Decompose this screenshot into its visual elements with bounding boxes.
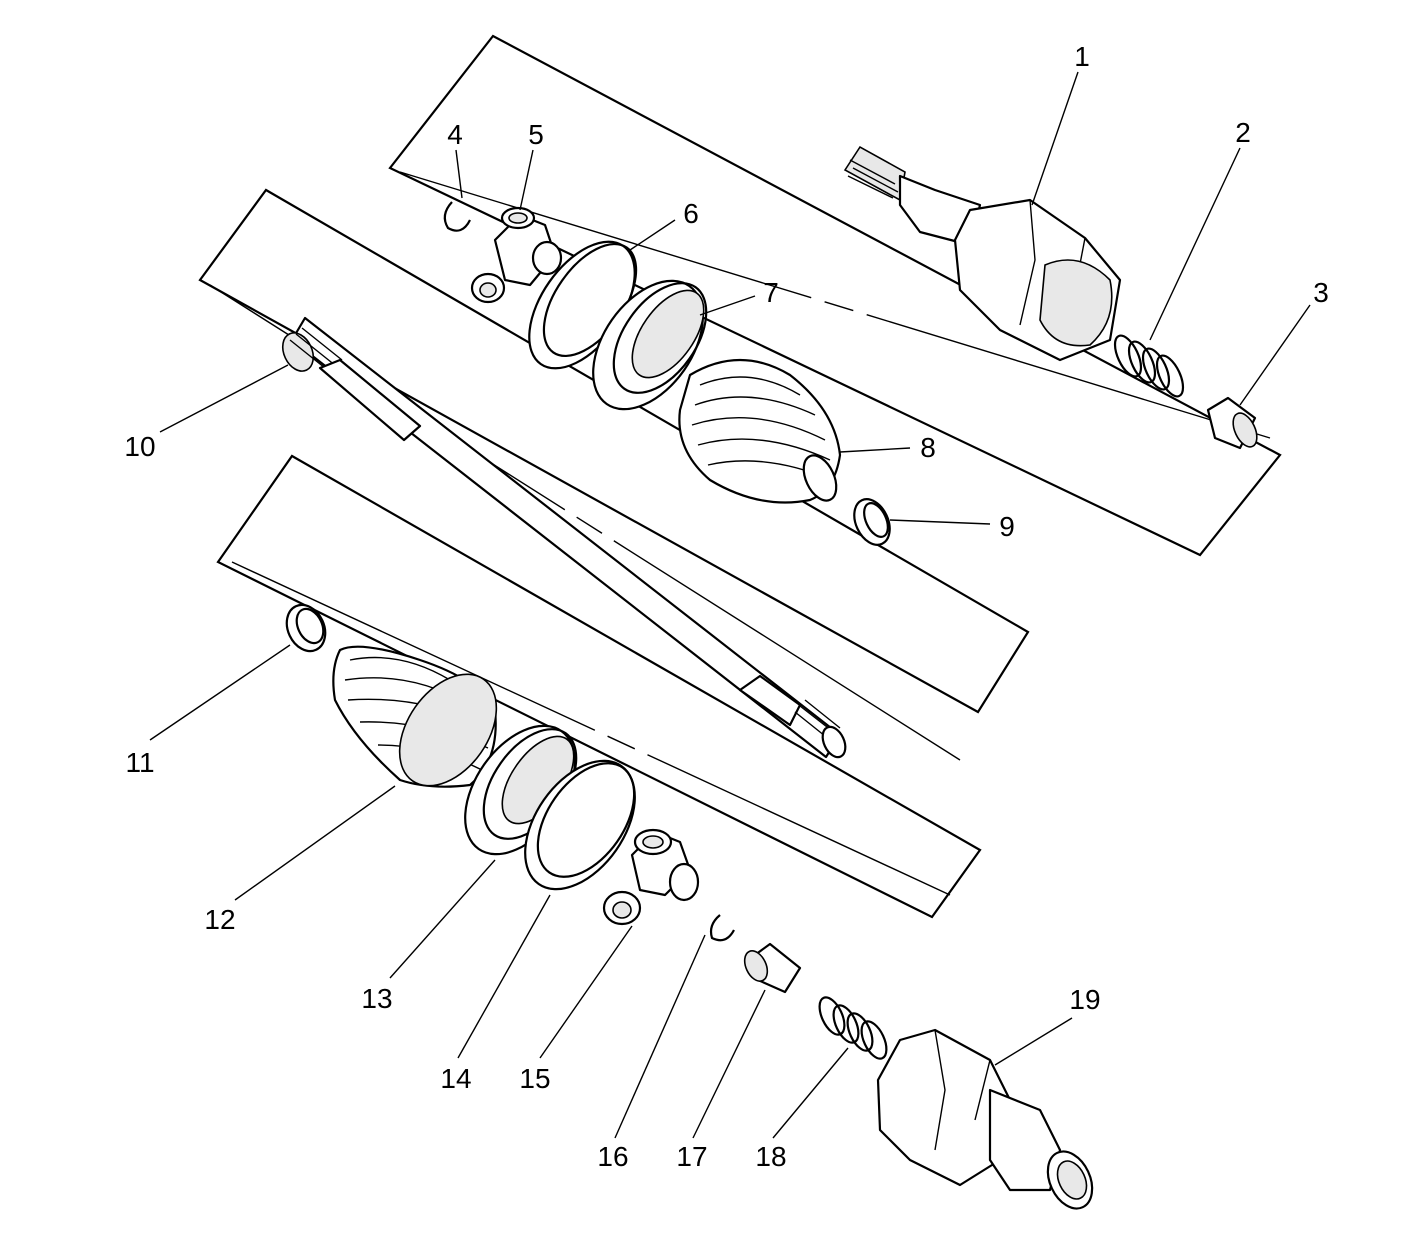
- callout-5: 5: [528, 119, 544, 150]
- callout-11: 11: [125, 747, 154, 778]
- upper-group-box: [388, 34, 1282, 557]
- callout-13: 13: [361, 983, 392, 1014]
- callout-19: 19: [1069, 984, 1100, 1015]
- part-2-spring: [1113, 334, 1185, 398]
- callout-7: 7: [763, 277, 779, 308]
- leader-9: [889, 519, 991, 525]
- leader-13: [389, 859, 496, 979]
- part-7-insert: [592, 279, 708, 411]
- callout-18: 18: [755, 1141, 786, 1172]
- leader-12: [234, 785, 396, 901]
- leader-10: [159, 364, 289, 433]
- leader-3: [1239, 304, 1311, 406]
- part-8-boot: [678, 359, 842, 504]
- part-14-ring: [524, 759, 636, 891]
- part-4-snap-ring: [443, 201, 471, 232]
- part-10-halfshaft: [281, 316, 847, 759]
- part-3-spacer: [1206, 396, 1258, 450]
- leader-2: [1149, 147, 1241, 341]
- leader-1: [1031, 71, 1079, 206]
- callout-3: 3: [1313, 277, 1329, 308]
- upper-axis-line: [399, 171, 1271, 439]
- leader-14: [457, 894, 551, 1059]
- part-9-clamp: [853, 498, 891, 546]
- part-18-spring: [818, 996, 888, 1060]
- leader-7: [699, 295, 756, 316]
- part-16-snap-ring: [709, 914, 735, 942]
- callout-8: 8: [920, 432, 936, 463]
- leader-19: [994, 1017, 1073, 1066]
- middle-group-box: [198, 188, 1030, 714]
- callout-15: 15: [519, 1063, 550, 1094]
- part-17-spacer: [743, 942, 802, 994]
- leader-8: [839, 447, 911, 453]
- callout-2: 2: [1235, 117, 1251, 148]
- callout-4: 4: [447, 119, 463, 150]
- callout-14: 14: [440, 1063, 471, 1094]
- part-1-outer-joint-housing: [843, 145, 1122, 362]
- part-5-spider: [470, 206, 563, 304]
- leader-17: [692, 989, 766, 1139]
- callout-17: 17: [676, 1141, 707, 1172]
- callout-16: 16: [597, 1141, 628, 1172]
- part-19-inner-joint-housing: [876, 1028, 1094, 1210]
- part-12-boot: [332, 645, 498, 788]
- leader-11: [149, 644, 291, 741]
- callout-1: 1: [1074, 41, 1090, 72]
- lower-group-box: [216, 454, 982, 919]
- callout-9: 9: [999, 511, 1015, 542]
- callout-12: 12: [204, 904, 235, 935]
- leader-5: [519, 149, 534, 211]
- part-15-spider: [602, 828, 700, 926]
- callout-6: 6: [683, 198, 699, 229]
- lower-axis-line: [231, 561, 951, 896]
- leader-6: [629, 219, 676, 251]
- leader-18: [772, 1047, 849, 1139]
- leader-4: [455, 149, 463, 199]
- leader-16: [614, 934, 706, 1139]
- callout-10: 10: [124, 431, 155, 462]
- leader-15: [539, 925, 633, 1059]
- part-11-clamp: [285, 603, 327, 653]
- leader-lines: [149, 71, 1311, 1139]
